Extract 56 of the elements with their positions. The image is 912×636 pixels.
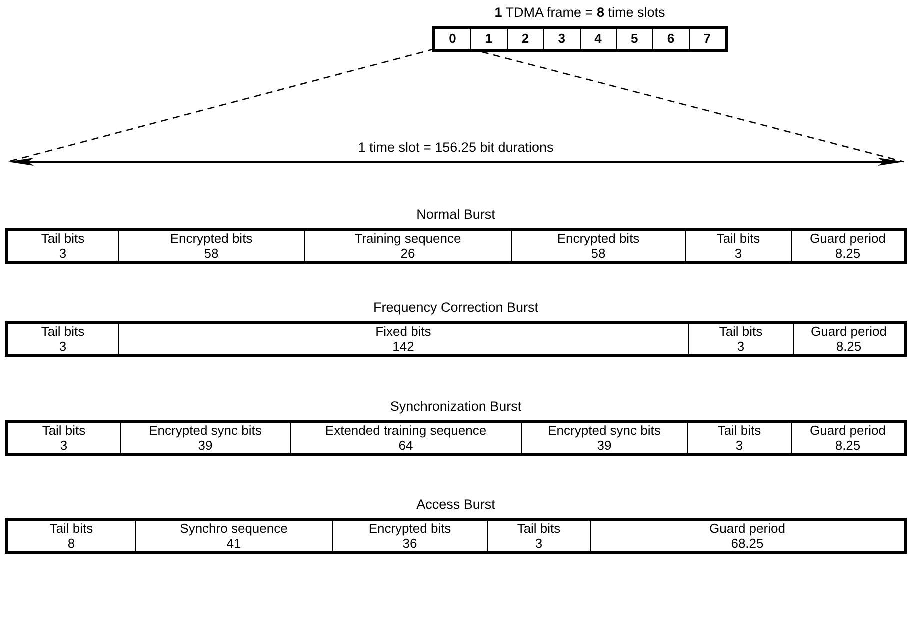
field-name: Encrypted bits [368,521,452,536]
field-name: Fixed bits [376,324,432,339]
field-name: Tail bits [50,521,94,536]
time-slot: 0 [435,29,470,49]
field-name: Tail bits [41,231,85,246]
bit-count: 41 [226,536,242,551]
burst-title: Normal Burst [416,206,496,224]
field-name: Guard period [810,423,886,438]
field-name: Guard period [810,231,886,246]
field-name: Encrypted sync bits [149,423,262,438]
field-name: Synchro sequence [180,521,288,536]
bit-count: 68.25 [731,536,764,551]
field-name: Encrypted sync bits [548,423,661,438]
burst-title: Access Burst [416,496,496,514]
bit-count: 3 [59,246,67,261]
burst-title: Frequency Correction Burst [373,299,539,317]
bit-count: 58 [591,246,606,261]
burst-title: Synchronization Burst [390,398,522,416]
field-name: Tail bits [716,231,760,246]
time-slot: 1 [470,29,507,49]
time-slot: 2 [506,29,544,49]
frame-title: 1 TDMA frame = 8 time slots [494,4,666,22]
bit-count: 64 [398,438,414,453]
bit-count: 3 [60,438,68,453]
field-name: Extended training sequence [325,423,487,438]
time-slot: 3 [543,29,580,49]
bit-count: 36 [402,536,418,551]
time-slot: 4 [580,29,616,49]
field-name: Tail bits [718,423,762,438]
field-name: Tail bits [719,324,763,339]
field-name: Guard period [710,521,786,536]
field-name: Guard period [811,324,887,339]
field-name: Tail bits [517,521,561,536]
bit-count: 39 [597,438,612,453]
bit-count: 142 [392,339,414,354]
bit-count: 3 [535,536,543,551]
time-slot-label: 1 time slot = 156.25 bit durations [358,139,554,157]
field-name: Tail bits [41,324,85,339]
bit-count: 8.25 [836,339,862,354]
field-name: Tail bits [42,423,86,438]
bit-count: 8.25 [835,438,861,453]
field-name: Encrypted bits [557,231,640,246]
bit-count: 3 [734,246,742,261]
bit-count: 3 [59,339,67,354]
bit-count: 8.25 [835,246,861,261]
field-name: Encrypted bits [170,231,253,246]
time-slot: 6 [652,29,689,49]
bit-count: 3 [736,438,744,453]
bit-count: 26 [400,246,416,261]
bit-count: 3 [737,339,745,354]
field-name: Training sequence [354,231,462,246]
time-slot: 5 [616,29,652,49]
bit-count: 8 [68,536,76,551]
time-slot: 7 [688,29,725,49]
bit-count: 58 [204,246,219,261]
bit-count: 39 [198,438,213,453]
